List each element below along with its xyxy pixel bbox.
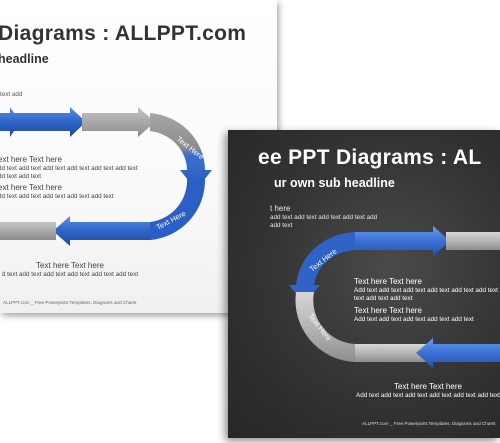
light-arc-ring	[150, 113, 212, 190]
light-bottom-block: Text here Text here d text add text add …	[0, 261, 140, 279]
dark-top-body-2: add text	[270, 222, 293, 229]
dark-slide: ee PPT Diagrams : AL ur own sub headline…	[228, 130, 500, 438]
light-block-1-body-1: dd text add text add text add text add t…	[0, 165, 138, 172]
light-block-1-body-2: dd text add text	[0, 173, 42, 180]
dark-block-2-body: Add text add text add text add text add …	[354, 316, 474, 323]
dark-footer: ALLPPT.com _ Free Powerpoint Templates, …	[362, 421, 496, 426]
dark-slide-title: ee PPT Diagrams : AL	[258, 146, 482, 169]
dark-bottom-heading: Text here Text here	[394, 382, 462, 391]
light-top-text: text add	[0, 91, 23, 98]
dark-block-2-heading: Text here Text here	[354, 306, 422, 315]
dark-arc-ring-upper	[289, 232, 355, 304]
light-arc-ring-lower	[150, 178, 206, 240]
dark-bottom-block: Text here Text here Add text add text ad…	[353, 382, 500, 400]
dark-top-block: t here add text add text add text add te…	[270, 204, 377, 230]
dark-arc-ring-lower	[295, 292, 355, 362]
light-slide-subtitle: headline	[0, 52, 49, 66]
light-block-1: ext here Text here dd text add text add …	[0, 155, 138, 181]
dark-block-1-body-1: Add text add text add text add text add …	[354, 287, 500, 294]
dark-slide-subtitle: ur own sub headline	[274, 176, 395, 190]
light-footer: ALLPPT.com _ Free Powerpoint Templates, …	[3, 300, 137, 305]
light-arrow-blue-2	[14, 107, 86, 137]
dark-block-1-body-2: text add text add text	[354, 295, 413, 302]
dark-loop-diagram: Text Here Text Here	[289, 226, 500, 368]
light-slide-title: Diagrams : ALLPPT.com	[0, 22, 247, 45]
dark-bottom-body: Add text add text add text add text add …	[356, 392, 500, 399]
light-bottom-body: d text add text add text add text add te…	[1, 271, 139, 278]
light-arrow-gray-1	[82, 107, 155, 137]
dark-arrow-blue-2	[416, 338, 500, 368]
light-bottom-heading: Text here Text here	[36, 261, 104, 270]
dark-arrow-gray-1	[446, 232, 500, 250]
dark-block-1-heading: Text here Text here	[354, 277, 422, 286]
dark-block-2: Text here Text here Add text add text ad…	[354, 306, 474, 324]
dark-top-heading: t here	[270, 204, 291, 213]
dark-arrow-blue-1	[355, 226, 450, 256]
dark-top-body-1: add text add text add text add text add	[270, 214, 378, 221]
dark-block-1: Text here Text here Add text add text ad…	[354, 277, 500, 303]
light-arrow-blue-3	[53, 216, 150, 246]
light-block-1-heading: ext here Text here	[0, 155, 62, 164]
light-block-2-body: dd text add text add text add text add t…	[0, 193, 114, 200]
light-loop-diagram: Text Here Text Here	[0, 107, 212, 246]
dark-arrow-gray-2	[355, 344, 433, 362]
light-block-2-heading: ext here Text here	[0, 183, 62, 192]
light-block-2: ext here Text here dd text add text add …	[0, 183, 114, 201]
light-arrow-gray-2	[0, 222, 56, 240]
